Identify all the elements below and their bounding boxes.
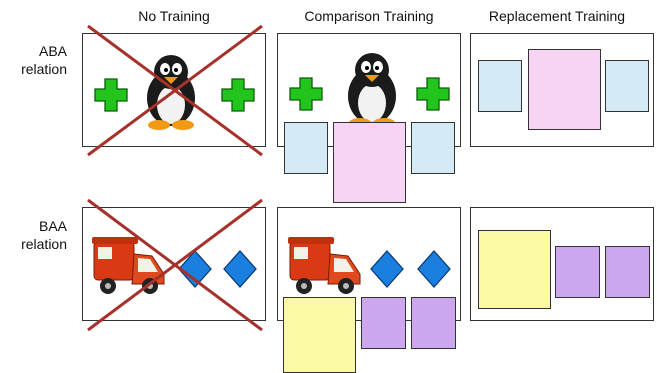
cross-out-icon bbox=[87, 24, 263, 157]
comparison-square-center bbox=[361, 297, 406, 349]
toy-truck-icon bbox=[92, 237, 165, 294]
diamond-icon bbox=[417, 250, 451, 288]
comparison-square-center bbox=[333, 122, 406, 203]
row-label-baa-line2: relation bbox=[21, 236, 67, 252]
plus-icon bbox=[221, 78, 255, 112]
column-header-comparison-training: Comparison Training bbox=[304, 8, 434, 24]
row-label-aba-line1: ABA bbox=[38, 43, 67, 59]
column-header-no-training: No Training bbox=[138, 8, 210, 24]
comparison-square-left bbox=[284, 122, 328, 174]
plus-icon bbox=[289, 77, 323, 111]
row-label-baa-line1: BAA bbox=[38, 218, 67, 234]
row-label-baa: BAA relation bbox=[21, 217, 67, 253]
replacement-square-right bbox=[605, 246, 650, 298]
replacement-square-left bbox=[478, 60, 522, 112]
cross-out-icon bbox=[87, 198, 263, 332]
row-label-aba-line2: relation bbox=[21, 61, 67, 77]
penguin-toy-icon bbox=[348, 53, 396, 128]
plus-icon bbox=[416, 77, 450, 111]
diamond-icon bbox=[370, 250, 404, 288]
toy-truck-icon bbox=[288, 237, 361, 294]
diamond-icon bbox=[223, 250, 257, 288]
column-header-replacement-training: Replacement Training bbox=[488, 8, 626, 24]
replacement-square-center bbox=[555, 246, 600, 298]
row-label-aba: ABA relation bbox=[21, 42, 67, 78]
comparison-square-right bbox=[411, 297, 456, 349]
diamond-icon bbox=[178, 250, 212, 288]
replacement-square-right bbox=[605, 60, 649, 112]
replacement-square-left bbox=[478, 230, 551, 309]
comparison-square-left bbox=[283, 297, 356, 373]
comparison-square-right bbox=[411, 122, 455, 174]
replacement-square-center bbox=[528, 49, 601, 130]
plus-icon bbox=[94, 78, 128, 112]
